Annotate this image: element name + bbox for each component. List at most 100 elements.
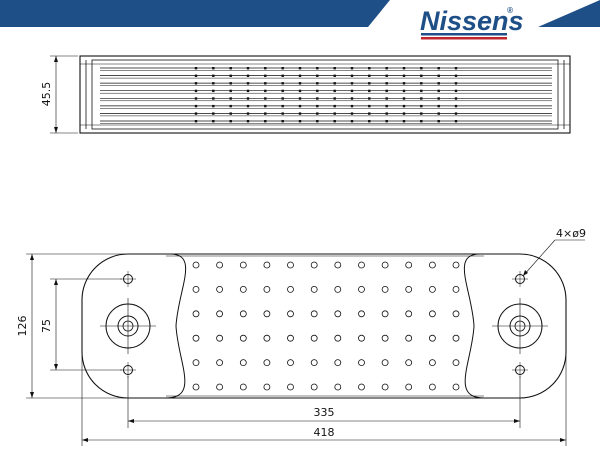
side-fin-mark — [333, 120, 336, 123]
plate-dimple — [216, 261, 224, 269]
plate-dimple — [310, 285, 318, 293]
side-fin-mark — [316, 82, 319, 85]
dim-height-total — [26, 253, 126, 399]
plate-dimple — [192, 285, 200, 293]
plate-dimple — [310, 359, 318, 367]
side-fin-mark — [229, 89, 232, 93]
side-fin-mark — [212, 74, 215, 77]
side-fin-mark — [385, 104, 388, 108]
side-fin-mark — [368, 74, 371, 77]
brand-logo: Nissens ® — [420, 6, 524, 40]
plate-dimple — [428, 359, 436, 367]
side-fin-mark — [333, 82, 336, 85]
side-fin-mark — [368, 104, 371, 108]
side-view — [50, 55, 571, 134]
plate-dimple — [381, 359, 389, 367]
side-fin-mark — [385, 74, 388, 77]
side-fin-mark — [420, 104, 423, 108]
plate-dimple — [310, 261, 318, 269]
side-fin-mark — [298, 74, 302, 77]
side-fin-mark — [350, 120, 354, 123]
side-fin-mark — [402, 89, 406, 93]
side-fin-mark — [454, 97, 458, 100]
port-left — [100, 298, 156, 354]
side-fin-mark — [264, 97, 267, 100]
side-fin-mark — [368, 89, 371, 93]
side-fin-mark — [229, 82, 232, 85]
side-fin-mark — [368, 120, 371, 123]
plate-dimple — [334, 334, 342, 342]
side-fin-mark — [298, 89, 302, 93]
side-fin-mark — [212, 120, 215, 123]
side-fin-mark — [454, 74, 458, 77]
side-fin-mark — [316, 89, 319, 93]
side-fin-mark — [281, 97, 284, 100]
side-fin-mark — [246, 89, 250, 93]
side-fin-mark — [212, 89, 215, 93]
side-fin-mark — [385, 82, 388, 85]
side-fin-mark — [194, 74, 198, 77]
side-fin-mark — [350, 97, 354, 100]
side-fin-mark — [350, 112, 354, 115]
side-fin-mark — [333, 112, 336, 115]
side-fin-mark — [402, 82, 406, 85]
plate-dimple — [239, 261, 247, 269]
plate-dimple — [287, 383, 294, 391]
side-fin-mark — [316, 97, 319, 100]
plate-dimple — [216, 359, 224, 367]
side-fin-mark — [212, 82, 215, 85]
side-view-fins — [100, 67, 552, 124]
plate-dimple — [263, 285, 271, 293]
plate-dimple — [405, 261, 413, 269]
plate-dimple — [405, 334, 413, 342]
plate-dimple — [428, 285, 436, 293]
side-fin-mark — [385, 67, 388, 70]
side-fin-mark — [194, 97, 198, 100]
side-fin-mark — [402, 67, 406, 70]
plate-dimple — [358, 383, 365, 391]
logo-stripe-blue — [421, 33, 507, 36]
plate-dimple — [334, 285, 342, 293]
side-fin-mark — [454, 120, 458, 123]
side-fin-mark — [264, 104, 267, 108]
side-fin-mark — [437, 104, 440, 108]
side-fin-mark — [194, 67, 198, 70]
holes-callout-leader — [522, 239, 585, 277]
plate-dimple — [452, 359, 460, 367]
side-fin-mark — [212, 67, 215, 70]
plate-dimple — [287, 285, 294, 293]
side-fin-mark — [281, 74, 284, 77]
side-view-frame — [79, 55, 571, 134]
side-fin-mark — [316, 74, 319, 77]
dim-label-hole-spacing-vertical: 75 — [40, 319, 53, 333]
plate-dimple — [452, 285, 460, 293]
side-fin-mark — [333, 74, 336, 77]
plate-dimple — [405, 310, 413, 318]
plate-dimple — [428, 261, 436, 269]
plate-dimple — [263, 334, 271, 342]
plate-dimple — [381, 285, 389, 293]
side-fin-mark — [385, 120, 388, 123]
side-view-core — [91, 59, 559, 130]
side-fin-mark — [454, 112, 458, 115]
side-fin-mark — [368, 82, 371, 85]
plate-dimple — [358, 359, 365, 367]
plate-dimple — [287, 359, 294, 367]
side-fin-mark — [402, 74, 406, 77]
plate-dimple — [358, 310, 365, 318]
logo-stripe-red — [421, 37, 507, 40]
side-fin-mark — [437, 82, 440, 85]
side-fin-mark — [246, 82, 250, 85]
dim-label-length-total: 418 — [314, 426, 335, 439]
side-fin-mark — [281, 112, 284, 115]
plate-dimple — [216, 285, 224, 293]
side-fin-mark — [246, 112, 250, 115]
header-banner-right — [538, 0, 600, 27]
plate-dimple — [310, 310, 318, 318]
top-view — [26, 239, 585, 446]
plate-dimple — [216, 334, 224, 342]
side-fin-mark — [316, 120, 319, 123]
plate-dimple — [358, 285, 365, 293]
holes-callout-label: 4×ø9 — [556, 227, 586, 240]
